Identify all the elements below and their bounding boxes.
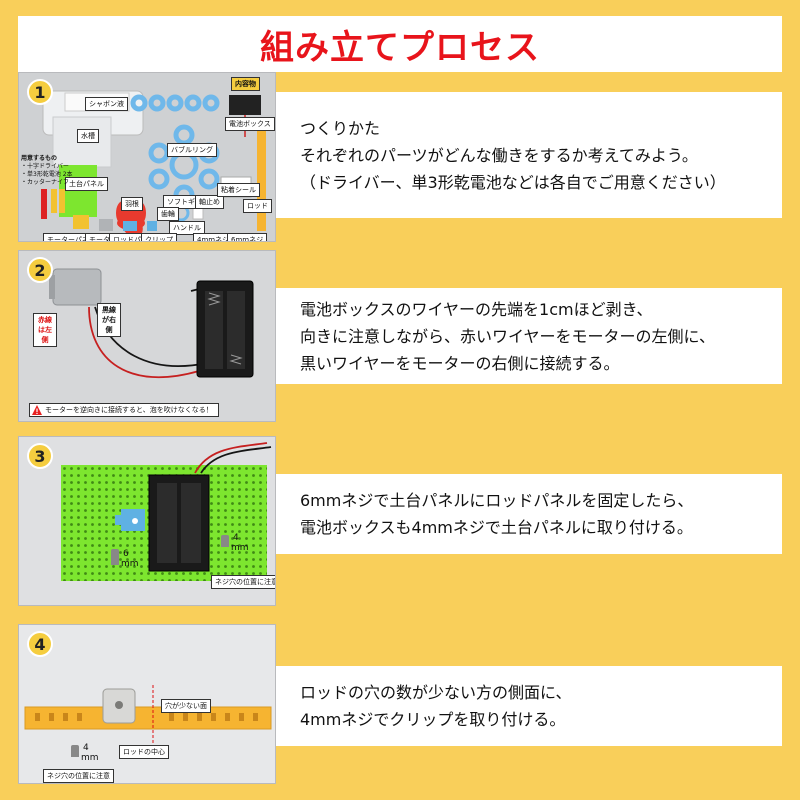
motor-wiring-illustration <box>49 268 254 379</box>
label-hole-note: ネジ穴の位置に注意 <box>43 769 114 783</box>
screw-4-label: 4 <box>83 743 89 753</box>
step-3: 3 6 mm 4 mm ネジ穴 <box>18 436 782 606</box>
step-1-line: （ドライバー、単3形乾電池などは各自でご用意ください） <box>300 172 726 192</box>
step-2-description: 電池ボックスのワイヤーの先端を1cmほど剥き、 向きに注意しながら、赤いワイヤー… <box>276 288 782 384</box>
label-stopper: 軸止め <box>195 195 224 209</box>
step-3-line: 6mmネジで土台パネルにロッドパネルを固定したら、 <box>300 491 694 510</box>
step-1-line: それぞれのパーツがどんな働きをするか考えてみよう。 <box>300 145 698 165</box>
rod-clip-illustration <box>24 685 272 745</box>
step-4-number: 4 <box>27 631 53 657</box>
label-red-left: 赤線は左側 <box>33 313 57 347</box>
label-rod: ロッド <box>243 199 272 213</box>
step-1: 1 <box>18 72 782 242</box>
step-4-description: ロッドの穴の数が少ない方の側面に、 4mmネジでクリップを取り付ける。 <box>276 666 782 746</box>
warning-strip: モーターを逆向きに接続すると、泡を吹けなくなる！ <box>29 403 219 417</box>
step-1-line: つくりかた <box>300 118 381 138</box>
label-fewer-holes: 穴が少ない面 <box>161 699 211 713</box>
screw-4mm-icon <box>221 535 229 547</box>
step-3-description: 6mmネジで土台パネルにロッドパネルを固定したら、 電池ボックスも4mmネジで土… <box>276 474 782 554</box>
step-1-description: つくりかた それぞれのパーツがどんな働きをするか考えてみよう。 （ドライバー、単… <box>276 92 782 218</box>
label-tank: 水槽 <box>77 129 99 143</box>
screw-6-label: 6 <box>123 549 129 559</box>
label-gear: 歯輪 <box>157 207 179 221</box>
prepare-item: ・十字ドライバー <box>21 163 69 170</box>
title-bar: 組み立てプロセス <box>18 16 782 72</box>
step-2-photo: 2 赤線は左側 黒線が右側 モーターを逆向 <box>18 250 276 422</box>
label-screw6: 6mmネジ <box>227 233 268 241</box>
warning-text: モーターを逆向きに接続すると、泡を吹けなくなる！ <box>45 406 213 414</box>
step-2: 2 赤線は左側 黒線が右側 モーターを逆向 <box>18 250 782 422</box>
label-handle: ハンドル <box>169 221 205 235</box>
prepare-list: 用意するもの ・十字ドライバー ・単3形乾電池 2本 ・カッターナイフ <box>21 155 73 187</box>
step-2-number: 2 <box>27 257 53 283</box>
label-blade: 羽根 <box>121 197 143 211</box>
label-contents: 内容物 <box>231 77 260 91</box>
label-bubble-ring: バブルリング <box>167 143 217 157</box>
step-1-photo: 1 <box>18 72 276 242</box>
label-rod-center: ロッドの中心 <box>119 745 169 759</box>
step-2-line: 向きに注意しながら、赤いワイヤーをモーターの左側に、 <box>300 326 716 346</box>
label-battery-box: 電池ボックス <box>225 117 275 131</box>
screw-4mm-icon <box>71 745 79 757</box>
step-4-line: ロッドの穴の数が少ない方の側面に、 <box>300 683 572 702</box>
step-4-line: 4mmネジでクリップを取り付ける。 <box>300 710 566 729</box>
screw-mm-label: mm <box>121 559 139 569</box>
screw-mm-label: mm <box>81 753 99 763</box>
label-base-panel: 土台パネル <box>65 177 108 191</box>
step-1-number: 1 <box>27 79 53 105</box>
page-title: 組み立てプロセス <box>260 27 540 68</box>
prepare-item: ・カッターナイフ <box>21 179 70 186</box>
warning-icon <box>32 405 42 415</box>
label-soap: シャボン液 <box>85 97 128 111</box>
step-2-line: 電池ボックスのワイヤーの先端を1cmほど剥き、 <box>300 299 653 319</box>
step-2-line: 黒いワイヤーをモーターの右側に接続する。 <box>300 353 620 373</box>
label-sticker: 粘着シール <box>217 183 260 197</box>
step-4: 4 穴が少ない面 ロッドの中心 4 mm ネジ穴の位置に注意 ロッドの穴の数 <box>18 624 782 784</box>
screw-6mm-icon <box>111 549 119 565</box>
prepare-title: 用意するもの <box>21 155 58 162</box>
prepare-item: ・単3形乾電池 2本 <box>21 171 73 178</box>
screw-mm-label: mm <box>231 543 249 553</box>
label-hole-note: ネジ穴の位置に注意 <box>211 575 275 589</box>
screw-4-label: 4 <box>233 533 239 543</box>
step-3-number: 3 <box>27 443 53 469</box>
label-clip: クリップ <box>141 233 177 241</box>
step-3-photo: 3 6 mm 4 mm ネジ穴 <box>18 436 276 606</box>
step-4-photo: 4 穴が少ない面 ロッドの中心 4 mm ネジ穴の位置に注意 <box>18 624 276 784</box>
panel-assembly-illustration <box>61 442 272 581</box>
step-3-line: 電池ボックスも4mmネジで土台パネルに取り付ける。 <box>300 518 693 537</box>
label-black-right: 黒線が右側 <box>97 303 121 337</box>
